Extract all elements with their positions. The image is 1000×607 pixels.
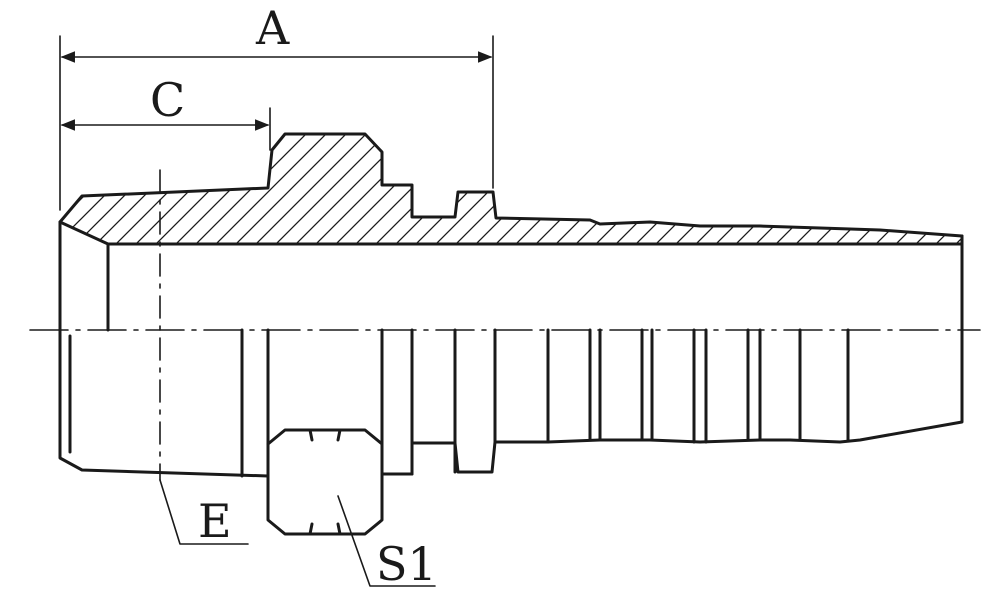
- hex-nut: [266, 428, 384, 536]
- leader-e: [159, 479, 249, 545]
- leader-s1: [337, 495, 436, 587]
- label-c: C: [150, 73, 185, 127]
- hex-nut-notch: [308, 428, 342, 536]
- label-s1: S1: [376, 537, 437, 591]
- label-e: E: [198, 494, 232, 548]
- barb-ribs: [240, 328, 850, 478]
- label-a: A: [255, 1, 290, 55]
- outer-profile-bottom: [58, 220, 964, 478]
- section-hatch: [58, 132, 964, 246]
